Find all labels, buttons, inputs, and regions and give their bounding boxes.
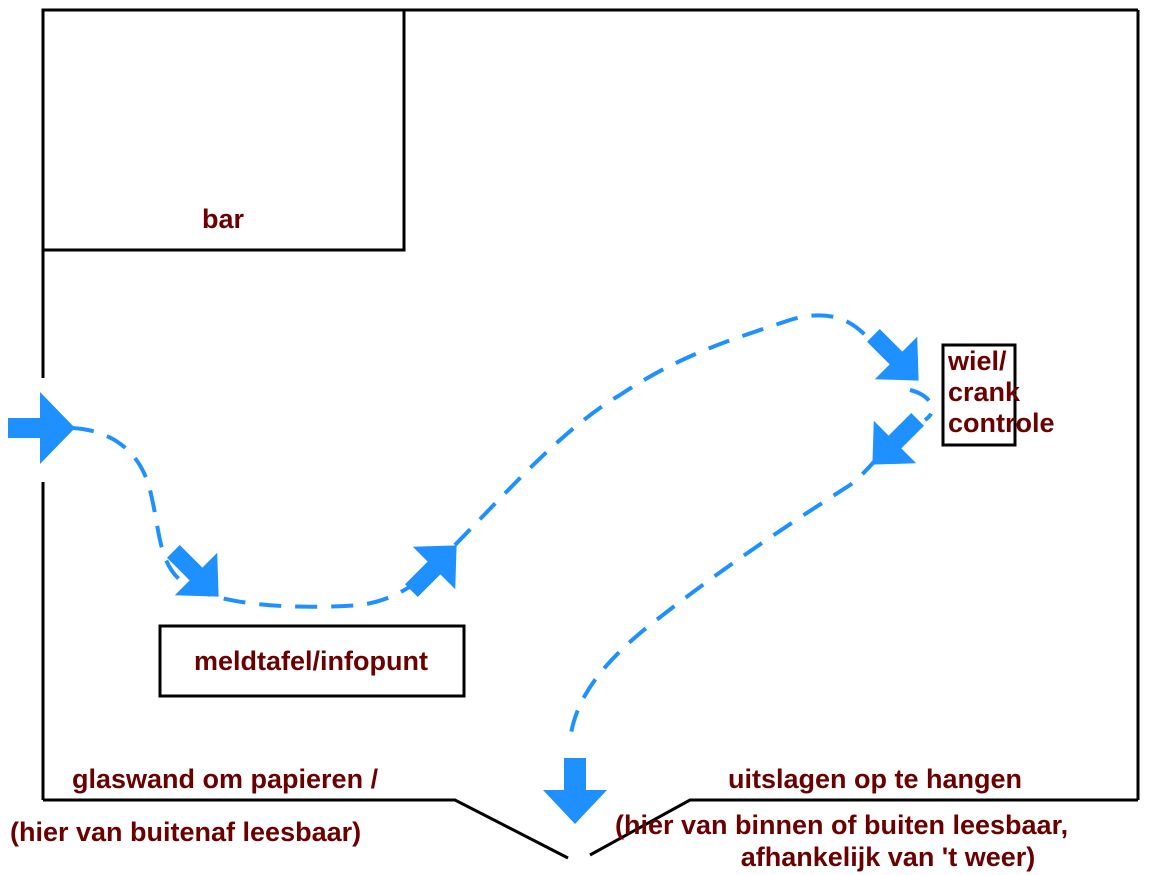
arrow-icon — [872, 413, 924, 465]
read-inside-label-line2: afhankelijk van 't weer) — [741, 842, 1036, 872]
arrow-icon — [405, 545, 457, 597]
arrow-icon — [543, 758, 607, 824]
meldtafel-label: meldtafel/infopunt — [194, 646, 428, 676]
wheel-label-line1: wiel/ — [947, 346, 1007, 376]
route-path — [71, 313, 935, 741]
wheel-label-line2: crank — [948, 377, 1021, 407]
route-arrows — [8, 329, 924, 824]
bar-area — [41, 8, 406, 252]
bar-label: bar — [202, 204, 245, 234]
arrow-icon — [867, 329, 919, 381]
meldtafel-box — [158, 624, 466, 698]
wheel-check-box — [941, 343, 1017, 447]
glass-wall-bottom-right — [589, 798, 1138, 857]
arrow-icon — [8, 392, 75, 464]
glass-wall-label-right: uitslagen op te hangen — [728, 764, 1022, 794]
wheel-label-line3: controle — [948, 408, 1055, 438]
read-inside-label-line1: (hier van binnen of buiten leesbaar, — [615, 810, 1068, 840]
glass-wall-bottom — [43, 798, 569, 860]
glass-wall-label-left: glaswand om papieren / — [72, 764, 379, 794]
arrow-icon — [167, 545, 219, 597]
read-outside-label: (hier van buitenaf leesbaar) — [10, 817, 361, 847]
